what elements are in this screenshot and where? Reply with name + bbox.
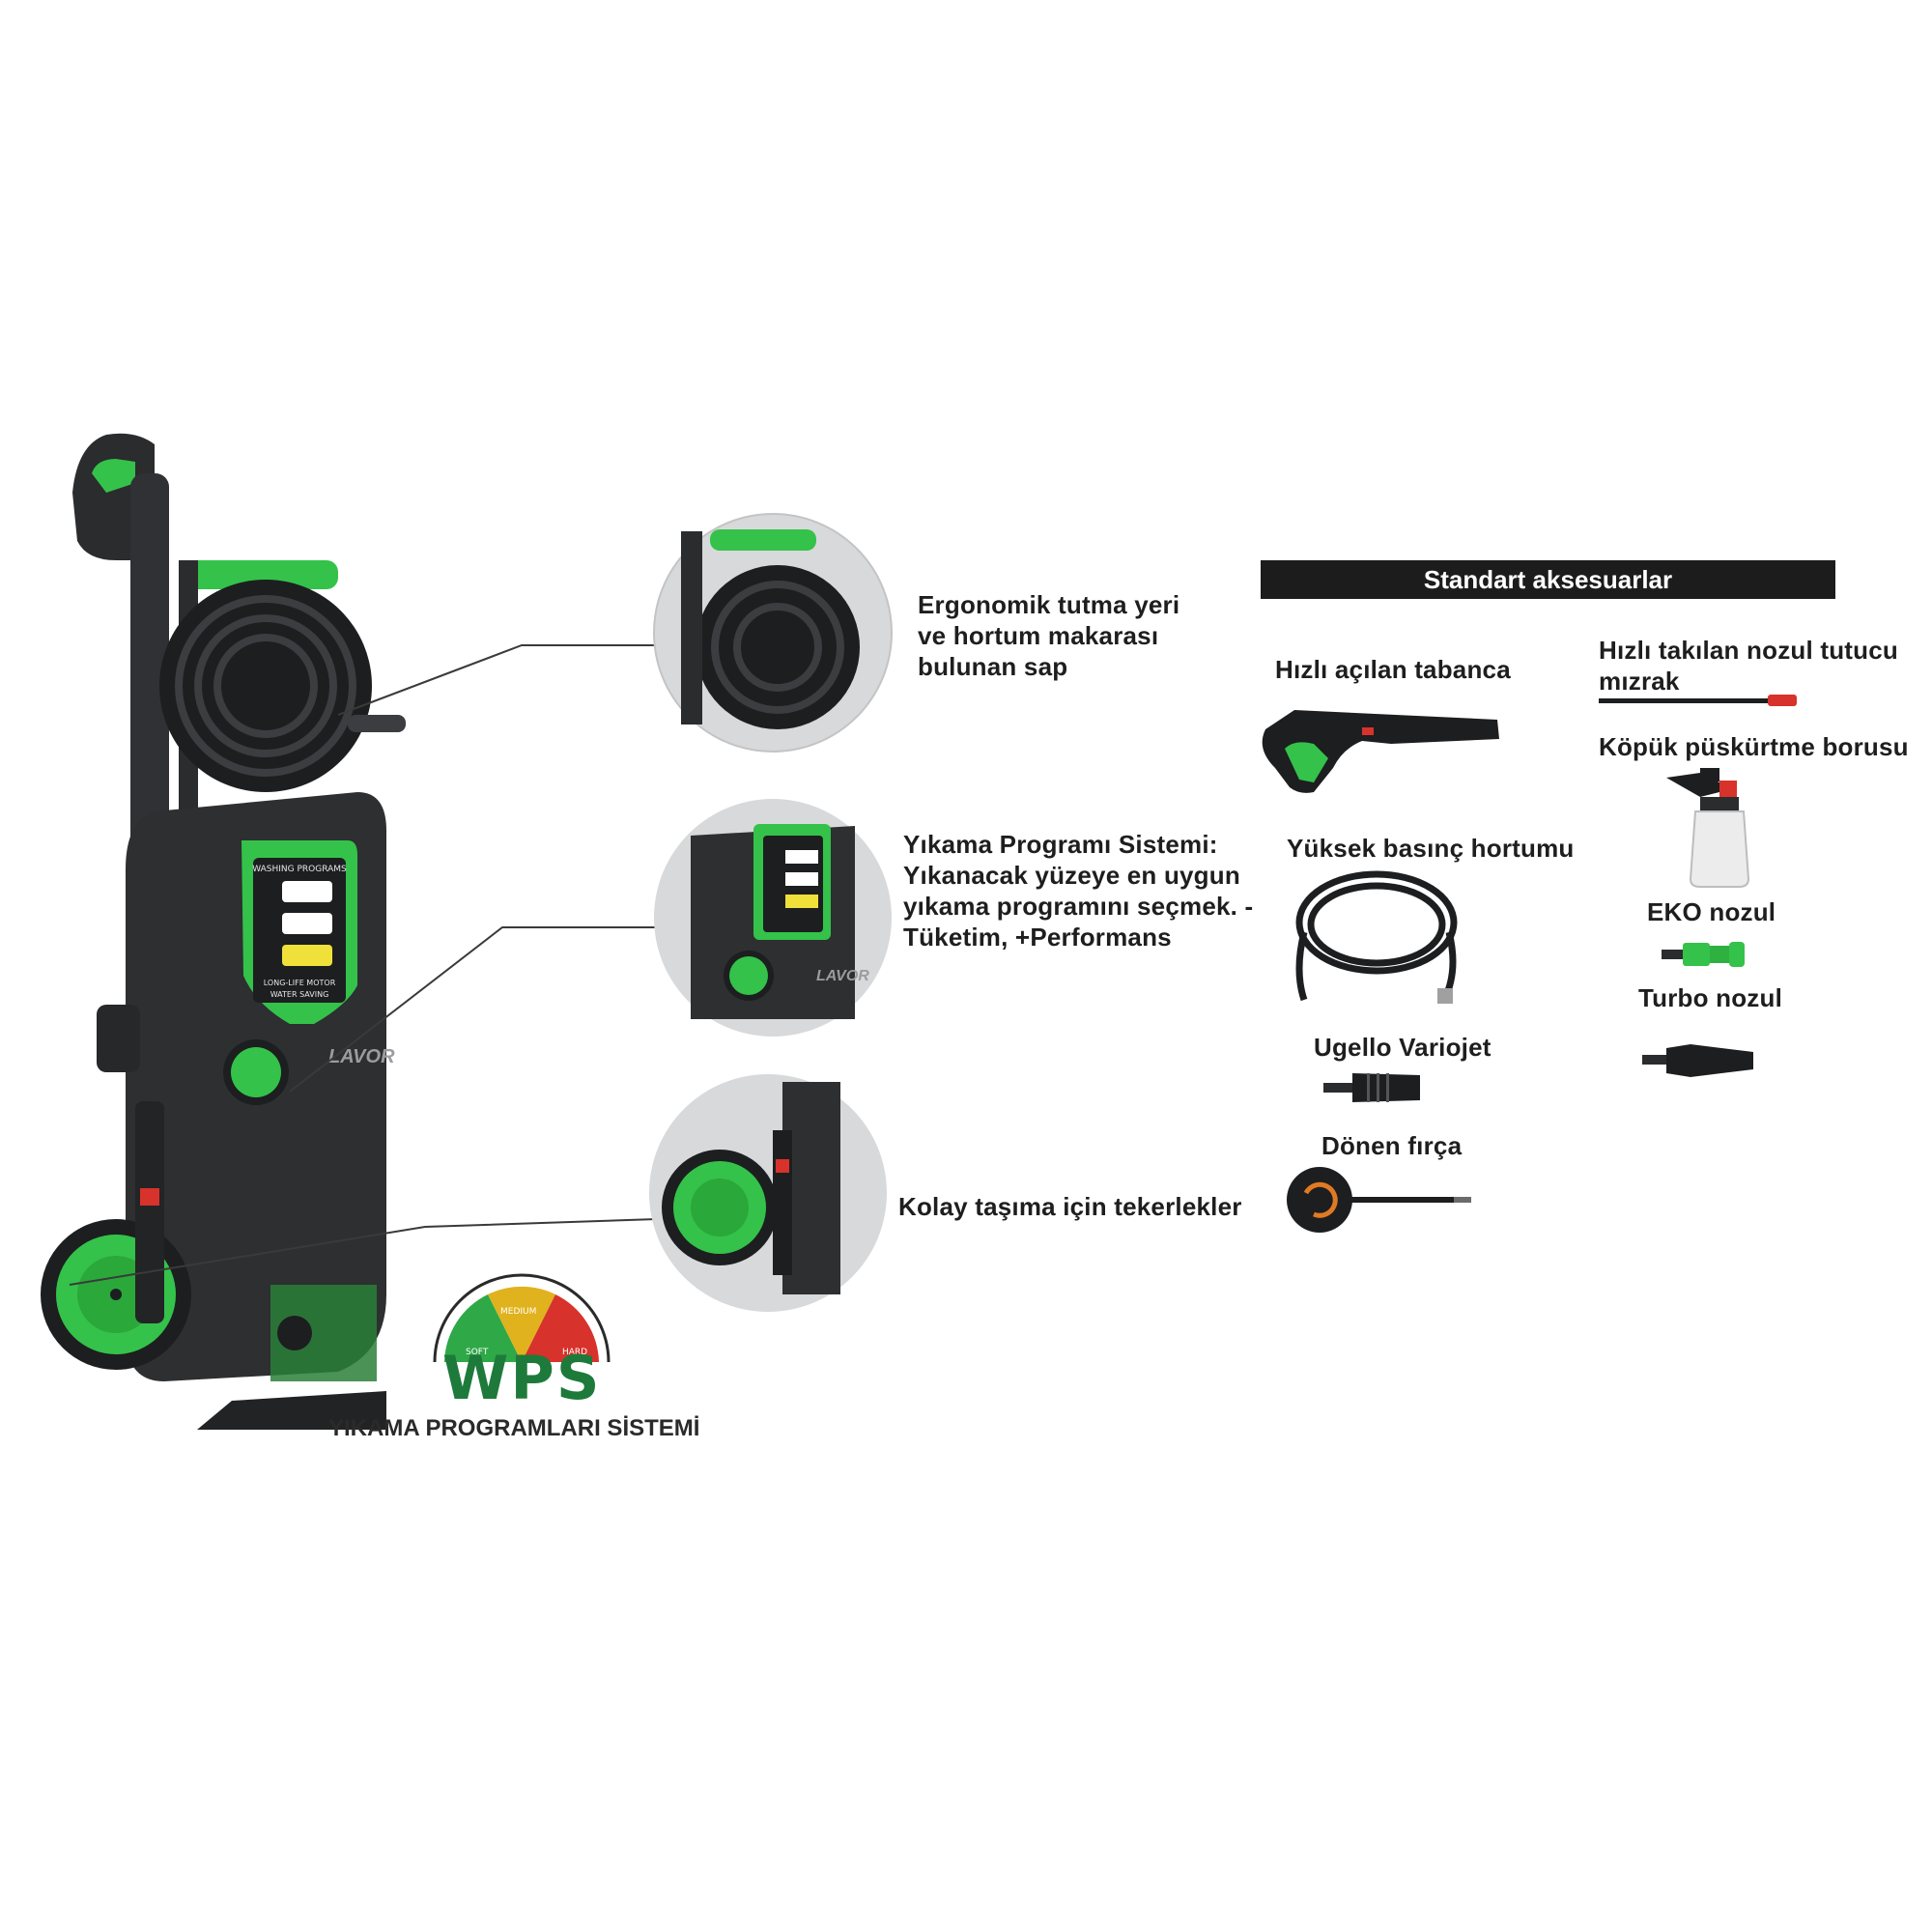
rotating-brush-icon: [1287, 1167, 1471, 1233]
callout-line-wheels: [69, 1218, 658, 1286]
zoom-circle-program: LAVOR: [654, 799, 892, 1037]
accessory-gun-label: Hızlı açılan tabanca: [1275, 655, 1511, 684]
accessories-header-text: Standart aksesuarlar: [1423, 564, 1673, 594]
zoom-lavor-logo: LAVOR: [816, 968, 869, 984]
accessory-hose-label: Yüksek basınç hortumu: [1287, 834, 1575, 863]
callout-line-handle: [337, 644, 657, 716]
lavor-logo: LAVOR: [328, 1046, 395, 1067]
accessory-turbo-label: Turbo nozul: [1638, 983, 1783, 1012]
wps-logo-text: WPS: [442, 1343, 602, 1413]
accessory-brush-label: Dönen fırça: [1321, 1131, 1463, 1160]
accessory-foam-label: Köpük püskürtme borusu: [1599, 732, 1909, 761]
feature-handle-label: Ergonomik tutma yeri ve hortum makarası …: [918, 590, 1180, 681]
wps-hard-label: HARD: [562, 1348, 587, 1357]
variojet-nozzle-icon: [1323, 1073, 1420, 1102]
foam-bottle-icon: [1666, 768, 1750, 888]
accessory-lance-label: Hızlı takılan nozul tutucu mızrak: [1599, 636, 1898, 696]
wps-logo-icon: SOFT MEDIUM HARD: [433, 1273, 611, 1363]
turbo-nozzle-icon: [1642, 1044, 1753, 1077]
wps-caption: YIKAMA PROGRAMLARI SİSTEMİ: [328, 1415, 700, 1441]
panel-footer-motor: LONG-LIFE MOTOR: [264, 979, 336, 987]
hose-icon: [1295, 870, 1458, 1004]
callout-line-program: [289, 926, 657, 1093]
accessories-header-bar: Standart aksesuarlar: [1261, 560, 1835, 599]
accessory-variojet-label: Ugello Variojet: [1314, 1033, 1492, 1062]
zoom-circle-wheels: [649, 1074, 887, 1312]
wps-medium-label: MEDIUM: [500, 1307, 536, 1317]
feature-program-label: Yıkama Programı Sistemi: Yıkanacak yüzey…: [903, 830, 1254, 952]
lance-icon: [1599, 695, 1797, 706]
pressure-washer-image: WASHING PROGRAMS LONG-LIFE MOTOR WATER S…: [41, 433, 406, 1430]
eko-nozzle-icon: [1662, 942, 1745, 967]
wps-soft-label: SOFT: [466, 1348, 489, 1357]
zoom-circle-handle: [653, 513, 893, 753]
accessory-eko-label: EKO nozul: [1647, 897, 1776, 926]
panel-title: WASHING PROGRAMS: [252, 865, 347, 874]
feature-wheels-label: Kolay taşıma için tekerlekler: [898, 1192, 1242, 1221]
gun-icon: [1262, 710, 1499, 793]
panel-footer-water: WATER SAVING: [270, 990, 329, 999]
